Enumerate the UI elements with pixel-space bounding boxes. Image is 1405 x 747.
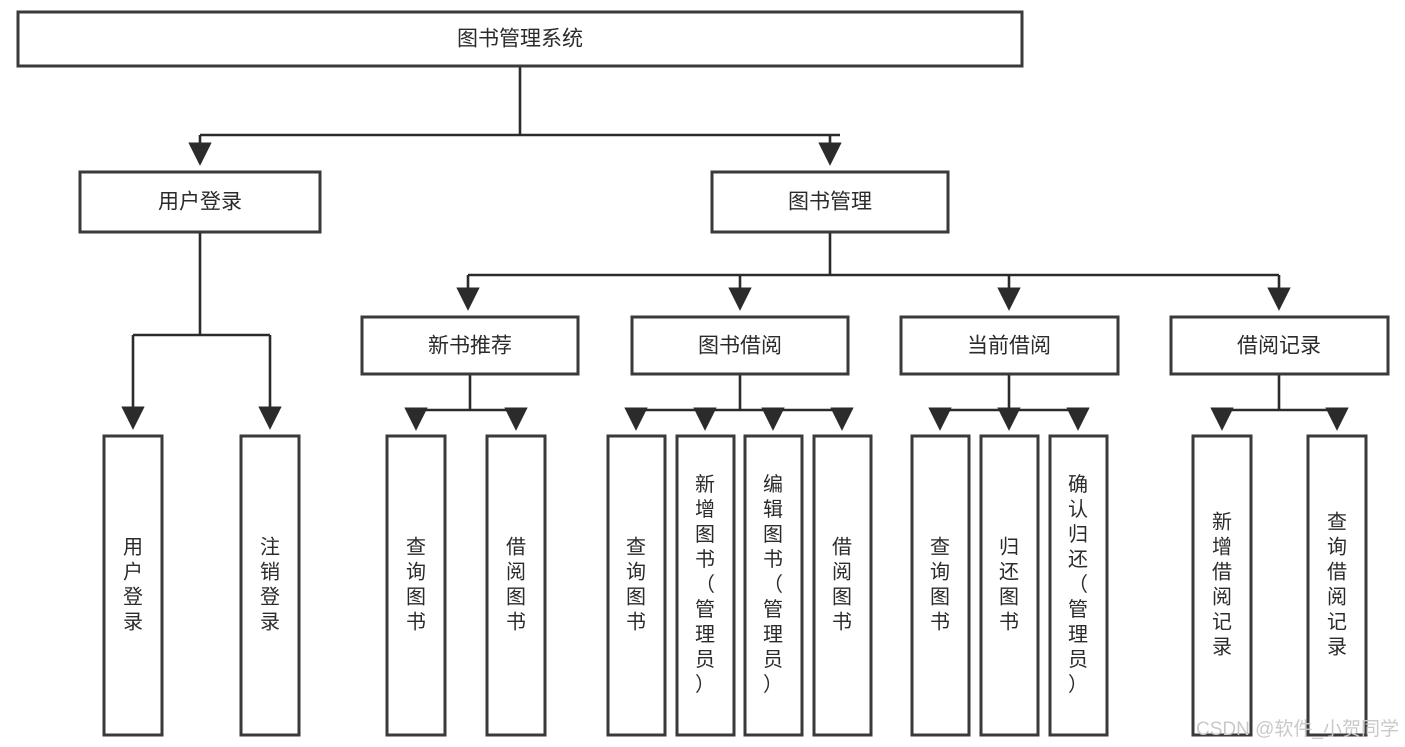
node-new-book-recommend[interactable]: 新书推荐 (360, 315, 580, 376)
leaf-user-login-label: 用户登录 (123, 537, 143, 634)
leaf-add-record-label: 新增借阅记录 (1212, 511, 1232, 659)
node-root-label: 图书管理系统 (457, 28, 583, 51)
leaf-query-record-label: 查询借阅记录 (1327, 511, 1347, 659)
node-user-login[interactable]: 用户登录 (78, 170, 322, 234)
leaf-borrow-book-1[interactable]: 借阅图书 (485, 434, 547, 737)
node-current-borrow-label: 当前借阅 (967, 335, 1051, 358)
leaf-edit-book-label: 编辑图书（管理员） (763, 473, 783, 696)
leaf-layer: 用户登录 注销登录 查询图书 借阅图书 查询图书 新增图书（管理员） 编辑图书（… (102, 434, 1368, 737)
leaf-return-book-label: 归还图书 (999, 536, 1019, 634)
node-current-borrow[interactable]: 当前借阅 (899, 315, 1120, 376)
leaf-return-book[interactable]: 归还图书 (979, 434, 1040, 737)
leaf-add-book-label: 新增图书（管理员） (695, 473, 715, 696)
watermark-label: CSDN @软件_小贺同学 (1196, 718, 1399, 740)
leaf-confirm-return-label: 确认归还（管理员） (1068, 473, 1088, 696)
leaf-user-login[interactable]: 用户登录 (102, 434, 164, 737)
leaf-borrow-book-1-label: 借阅图书 (506, 536, 526, 634)
leaf-query-record[interactable]: 查询借阅记录 (1306, 434, 1368, 737)
node-book-borrow-label: 图书借阅 (698, 335, 782, 358)
leaf-edit-book[interactable]: 编辑图书（管理员） (743, 434, 804, 737)
leaf-borrow-book-2[interactable]: 借阅图书 (812, 434, 873, 737)
leaf-query-book-1[interactable]: 查询图书 (385, 434, 447, 737)
leaf-query-book-3-label: 查询图书 (930, 536, 950, 634)
node-book-manage[interactable]: 图书管理 (710, 170, 950, 234)
leaf-logout-label: 注销登录 (260, 536, 280, 634)
leaf-add-book[interactable]: 新增图书（管理员） (675, 434, 736, 737)
leaf-add-record[interactable]: 新增借阅记录 (1191, 434, 1253, 737)
node-book-borrow[interactable]: 图书借阅 (630, 315, 850, 376)
node-book-manage-label: 图书管理 (788, 191, 872, 214)
leaf-query-book-3[interactable]: 查询图书 (910, 434, 971, 737)
node-borrow-record-label: 借阅记录 (1237, 335, 1321, 358)
leaf-confirm-return[interactable]: 确认归还（管理员） (1048, 434, 1109, 737)
leaf-borrow-book-2-label: 借阅图书 (832, 536, 852, 634)
leaf-logout[interactable]: 注销登录 (239, 434, 301, 737)
node-new-book-recommend-label: 新书推荐 (428, 335, 512, 358)
node-user-login-label: 用户登录 (158, 191, 242, 214)
node-borrow-record[interactable]: 借阅记录 (1169, 315, 1390, 376)
connector-layer (121, 66, 1349, 431)
leaf-query-book-2-label: 查询图书 (626, 536, 646, 634)
leaf-query-book-2[interactable]: 查询图书 (606, 434, 667, 737)
node-root[interactable]: 图书管理系统 (16, 10, 1024, 68)
leaf-query-book-1-label: 查询图书 (406, 536, 426, 634)
